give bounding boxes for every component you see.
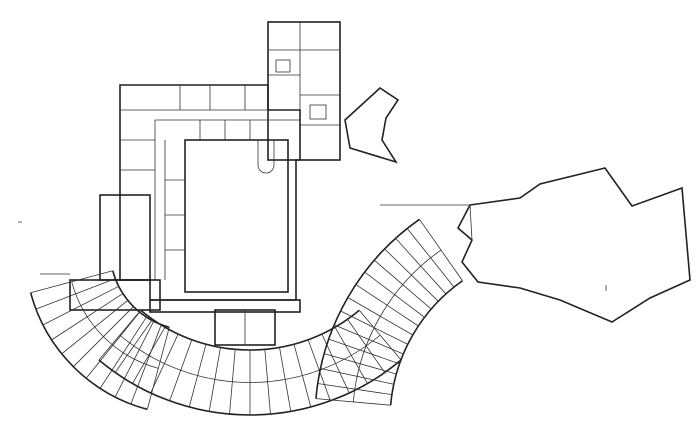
room-divider: [51, 293, 124, 341]
room-divider: [85, 311, 140, 379]
room-divider: [114, 321, 155, 398]
room-divider: [146, 327, 170, 410]
room-divider: [99, 316, 147, 389]
entrance-canopy: [344, 86, 400, 164]
room-divider: [384, 248, 439, 302]
room-divider: [132, 327, 166, 384]
terrace-area: [456, 167, 691, 323]
room-divider: [355, 284, 419, 327]
room-divider: [98, 309, 142, 361]
room-divider: [150, 333, 179, 394]
room-divider: [169, 339, 193, 401]
room-divider: [30, 270, 113, 294]
room-divider: [328, 338, 400, 365]
east-room-fan: [315, 218, 463, 406]
room-divider: [374, 259, 432, 310]
room-divider: [395, 238, 447, 295]
room-divider: [324, 353, 397, 375]
main-building-block: [119, 84, 301, 301]
room-divider: [347, 297, 413, 336]
room-divider: [317, 383, 392, 396]
room-divider: [188, 344, 207, 408]
courtyard: [184, 139, 289, 293]
curved-room-wings: [29, 218, 463, 416]
room-divider: [130, 324, 162, 405]
room-divider: [340, 310, 408, 345]
room-divider: [279, 347, 292, 412]
southwest-room-fan: [29, 270, 170, 411]
room-divider: [334, 324, 404, 355]
dimension-ticks: [18, 221, 70, 275]
terrace-path: [380, 204, 473, 241]
room-divider: [406, 228, 455, 288]
room-divider: [61, 300, 129, 355]
room-divider: [208, 347, 221, 412]
room-divider: [419, 219, 463, 281]
room-divider: [315, 398, 391, 406]
room-divider: [334, 327, 368, 384]
room-divider: [42, 285, 119, 326]
room-divider: [264, 349, 271, 415]
room-divider: [73, 306, 134, 367]
west-wing: [99, 194, 151, 281]
room-divider: [364, 271, 425, 318]
room-divider: [293, 344, 312, 408]
room-divider: [320, 368, 394, 385]
room-divider: [35, 278, 116, 310]
room-divider: [114, 319, 153, 373]
room-divider: [358, 309, 402, 361]
room-divider: [321, 333, 350, 394]
room-divider: [229, 349, 236, 415]
